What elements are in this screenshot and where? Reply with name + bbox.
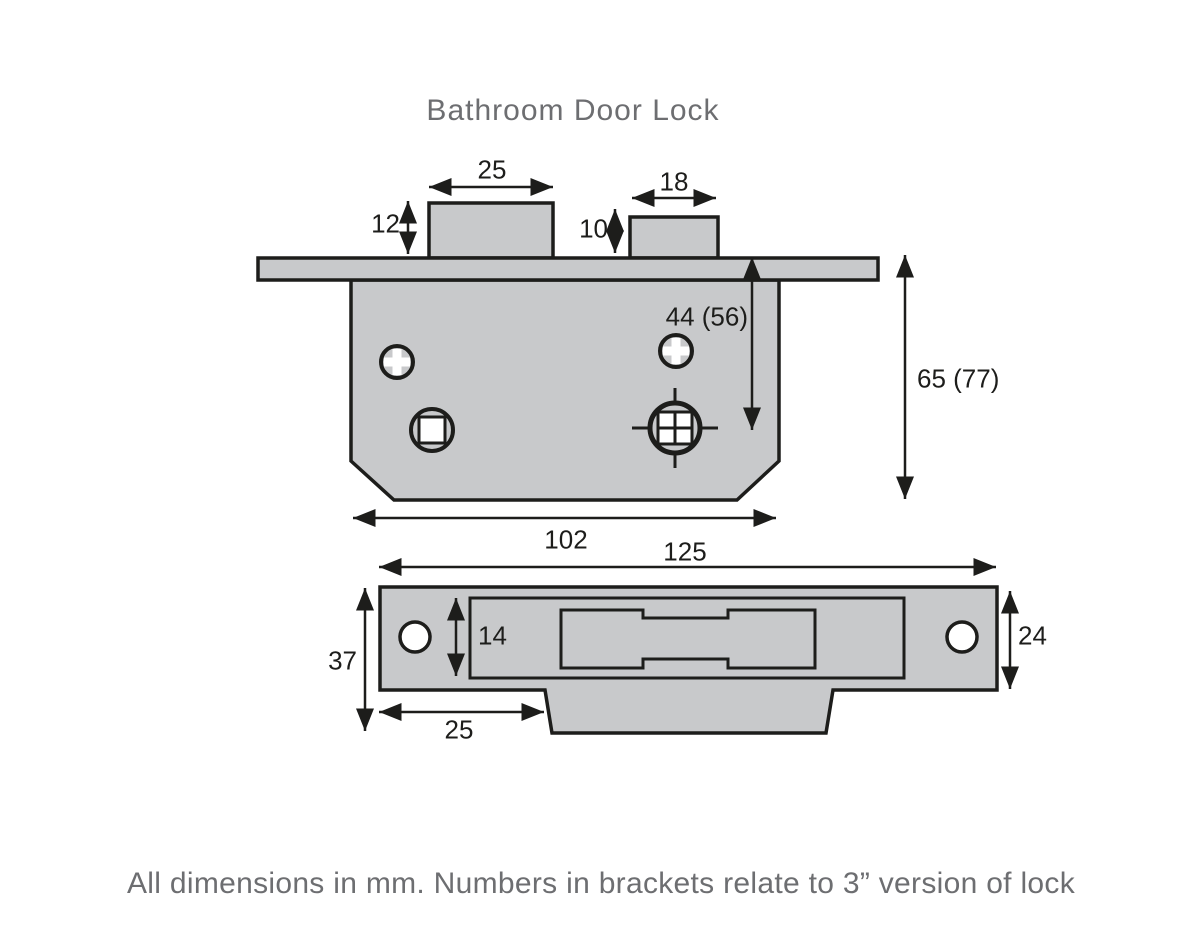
screw-hole-right-icon: [658, 333, 694, 369]
screw-hole-left-icon: [379, 344, 415, 380]
dim-label-strike-width: 24: [1018, 620, 1047, 651]
spindle-hole: [409, 407, 455, 453]
strike-screw-hole-left-icon: [398, 620, 432, 654]
dim-label-latch-height: 12: [371, 208, 400, 239]
dim-label-strike-length: 125: [663, 536, 707, 567]
dim-label-cutout-height: 14: [478, 620, 507, 651]
page-title: Bathroom Door Lock: [426, 94, 720, 127]
dim-label-lug-offset: 25: [444, 714, 474, 745]
dim-label-backset: 44 (56): [665, 301, 748, 332]
strike-screw-hole-right-icon: [945, 620, 979, 654]
latch-bolt: [427, 201, 555, 260]
dim-label-latch-width: 25: [477, 154, 507, 185]
strike-cutout: [559, 608, 817, 670]
dim-label-case-width: 102: [544, 524, 588, 555]
dim-label-bolt-width: 18: [659, 166, 689, 197]
footer-note: All dimensions in mm. Numbers in bracket…: [126, 867, 1076, 900]
locking-bolt: [628, 215, 720, 260]
key-follower: [632, 388, 718, 468]
dim-label-strike-total-height: 37: [328, 645, 357, 676]
faceplate: [256, 256, 880, 282]
dim-label-case-height: 65 (77): [917, 363, 1000, 394]
dim-label-bolt-height: 10: [579, 213, 608, 244]
